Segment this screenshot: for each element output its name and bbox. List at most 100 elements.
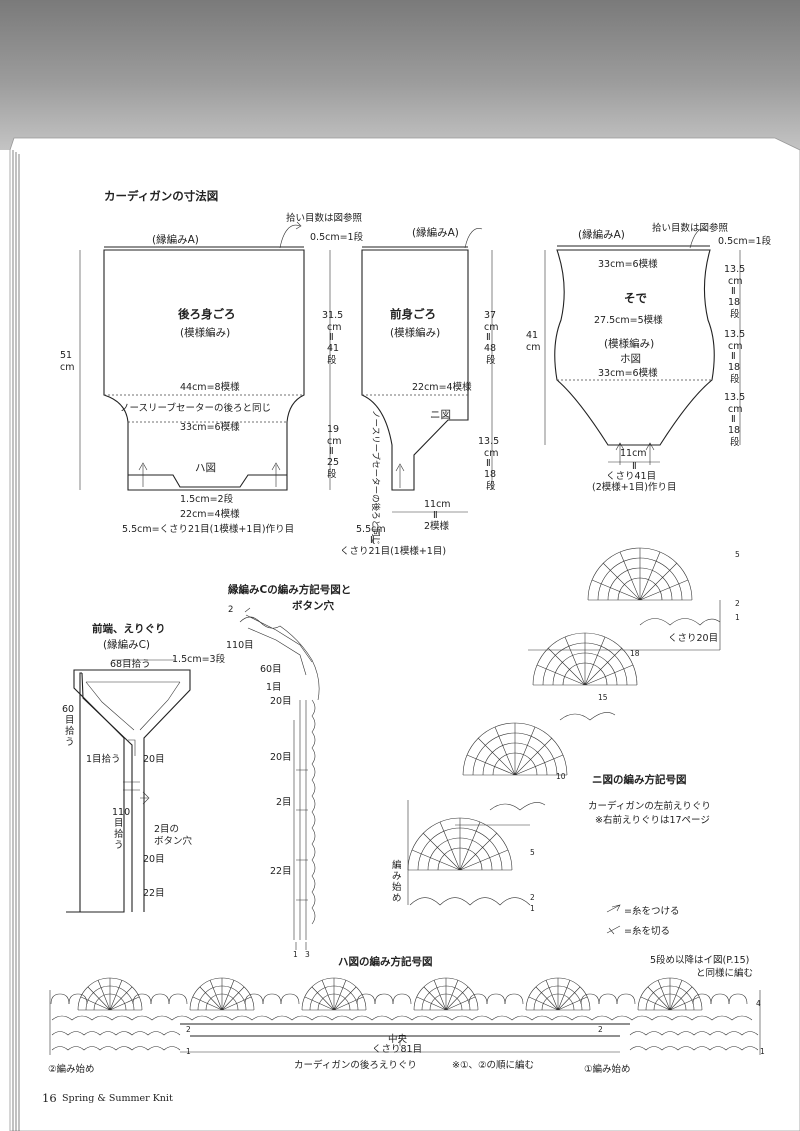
edge-c-title-1: 縁編みCの編み方記号図と bbox=[228, 583, 351, 596]
front-edge-side-pick: 60 目 拾 う bbox=[62, 704, 75, 748]
ni-row-18: 18 bbox=[630, 649, 640, 658]
edge-c-label-2: 2目 bbox=[276, 797, 292, 808]
sleeve-top-width: 33cm=6模様 bbox=[598, 258, 658, 270]
front-edge-title: 前端、えりぐり bbox=[92, 622, 166, 635]
ha-chain: くさり81目 bbox=[372, 1044, 422, 1055]
svg-text:18: 18 bbox=[484, 469, 496, 480]
ni-row-5: 5 bbox=[530, 848, 535, 857]
sleeve-edge-label: (縁編みA) bbox=[578, 228, 625, 241]
sleeve-seg-height-2: 13.5 cm Ⅱ 18 段 bbox=[724, 329, 745, 385]
svg-text:11cm: 11cm bbox=[424, 499, 451, 510]
back-body-diagram bbox=[79, 221, 331, 491]
back-pickup-note: 拾い目数は図参照 bbox=[286, 212, 363, 224]
svg-text:25: 25 bbox=[327, 457, 339, 468]
sleeve-height-value: 41 bbox=[526, 330, 538, 341]
ha-start-right: ①編み始め bbox=[584, 1063, 631, 1075]
svg-text:31.5: 31.5 bbox=[322, 310, 343, 321]
front-edge-diagram bbox=[66, 659, 191, 913]
ha-chart bbox=[49, 977, 761, 1055]
front-edge-subtitle: (縁編みC) bbox=[103, 638, 150, 651]
sleeve-stitch: (模様編み) bbox=[604, 337, 654, 350]
svg-text:め: め bbox=[392, 893, 402, 904]
sleeve-start-equal: Ⅱ bbox=[632, 461, 637, 472]
ha-start-left: ②編み始め bbox=[48, 1063, 95, 1075]
back-body-name: 後ろ身ごろ bbox=[178, 307, 236, 321]
page-edge-lines bbox=[12, 150, 20, 1131]
ni-row-5-top: 5 bbox=[735, 550, 740, 559]
ha-caption: カーディガンの後ろえりぐり bbox=[294, 1059, 417, 1071]
svg-text:110: 110 bbox=[112, 807, 130, 818]
magazine-name: Spring & Summer Knit bbox=[62, 1093, 173, 1104]
sleeve-seg-height-3: 13.5 cm Ⅱ 18 段 bbox=[724, 392, 745, 448]
svg-text:13.5: 13.5 bbox=[724, 392, 745, 403]
sleeve-chart-ref: ホ図 bbox=[620, 353, 641, 365]
edge-c-row-1: 1 bbox=[293, 950, 298, 959]
ni-note-2: ※右前えりぐりは17ページ bbox=[595, 814, 710, 826]
ni-row-10: 10 bbox=[556, 772, 566, 781]
front-edge-top-pick: 68目拾う bbox=[110, 658, 151, 670]
front-start-equal: Ⅱ bbox=[370, 535, 375, 546]
back-mid-width: 33cm=6模様 bbox=[180, 421, 240, 433]
svg-text:段: 段 bbox=[730, 436, 740, 448]
svg-text:Ⅱ: Ⅱ bbox=[731, 414, 736, 425]
ni-row-2-top: 2 bbox=[735, 599, 740, 608]
back-upper-height: 31.5 cm Ⅱ 41 段 bbox=[322, 310, 343, 366]
front-height: 37 cm Ⅱ 48 段 bbox=[484, 310, 498, 366]
ha-note-2: と同様に編む bbox=[696, 967, 753, 979]
ni-chain: くさり20目 bbox=[668, 633, 718, 644]
sleeve-start-chain: くさり41目 bbox=[606, 471, 656, 482]
edge-c-label-110: 110目 bbox=[226, 640, 254, 651]
section-title: カーディガンの寸法図 bbox=[104, 189, 218, 203]
back-hem-rows: 1.5cm=2段 bbox=[180, 493, 234, 505]
sleeve-name: そで bbox=[624, 291, 647, 305]
back-lower-height: 19 cm Ⅱ 25 段 bbox=[327, 424, 341, 480]
ni-start-label: 編 み 始 め bbox=[392, 859, 402, 904]
ha-order: ※①、②の順に編む bbox=[452, 1059, 534, 1071]
svg-text:13.5: 13.5 bbox=[478, 436, 499, 447]
back-pickup-rows: 0.5cm=1段 bbox=[310, 231, 364, 243]
front-start-note: くさり21目(1模様+1目) bbox=[340, 545, 446, 557]
ni-row-15: 15 bbox=[598, 693, 608, 702]
sleeve-pickup-rows: 0.5cm=1段 bbox=[718, 235, 772, 247]
svg-text:段: 段 bbox=[486, 354, 496, 366]
sleeve-low-width: 33cm=6模様 bbox=[598, 367, 658, 379]
legend-attach: =糸をつける bbox=[624, 905, 679, 917]
svg-text:48: 48 bbox=[484, 343, 496, 354]
front-chart-ref: ニ図 bbox=[430, 409, 451, 421]
svg-text:19: 19 bbox=[327, 424, 339, 435]
edge-c-row-3: 3 bbox=[305, 950, 310, 959]
back-height-unit: cm bbox=[60, 362, 74, 373]
svg-text:37: 37 bbox=[484, 310, 496, 321]
front-body-stitch: (模様編み) bbox=[390, 326, 440, 339]
paper-sheet bbox=[9, 137, 800, 1131]
sleeve-height-unit: cm bbox=[526, 342, 540, 353]
svg-text:う: う bbox=[114, 840, 124, 851]
svg-text:Ⅱ: Ⅱ bbox=[731, 286, 736, 297]
front-edge-long-pick: 110 目 拾 う bbox=[112, 807, 130, 851]
svg-text:cm: cm bbox=[327, 322, 341, 333]
ni-chart-title: ニ図の編み方記号図 bbox=[592, 773, 687, 786]
back-chart-ref: ハ図 bbox=[195, 462, 216, 474]
front-edge-label: (縁編みA) bbox=[412, 226, 459, 239]
sleeve-diagram bbox=[544, 228, 741, 465]
front-width: 22cm=4模様 bbox=[412, 381, 472, 393]
ni-row-1-top: 1 bbox=[735, 613, 740, 622]
sleeve-seg-height-1: 13.5 cm Ⅱ 18 段 bbox=[724, 264, 745, 320]
ha-row-4: 4 bbox=[756, 999, 761, 1008]
svg-text:み: み bbox=[392, 871, 402, 882]
attach-yarn-icon bbox=[606, 904, 621, 913]
legend-cut: =糸を切る bbox=[624, 925, 670, 937]
front-edge-count-1: 20目 bbox=[143, 754, 165, 765]
svg-text:cm: cm bbox=[484, 448, 498, 459]
edge-c-label-20b: 20目 bbox=[270, 752, 292, 763]
svg-text:2模様: 2模様 bbox=[424, 520, 450, 532]
ha-row-2-right: 2 bbox=[598, 1025, 603, 1034]
ha-note-1: 5段め以降はイ図(P.15) bbox=[650, 954, 749, 966]
svg-text:18: 18 bbox=[728, 297, 740, 308]
back-height-value: 51 bbox=[60, 350, 72, 361]
sleeve-pickup-note: 拾い目数は図参照 bbox=[652, 222, 729, 234]
scan-background bbox=[0, 0, 800, 150]
svg-text:始: 始 bbox=[392, 881, 402, 893]
svg-text:60: 60 bbox=[62, 704, 74, 715]
